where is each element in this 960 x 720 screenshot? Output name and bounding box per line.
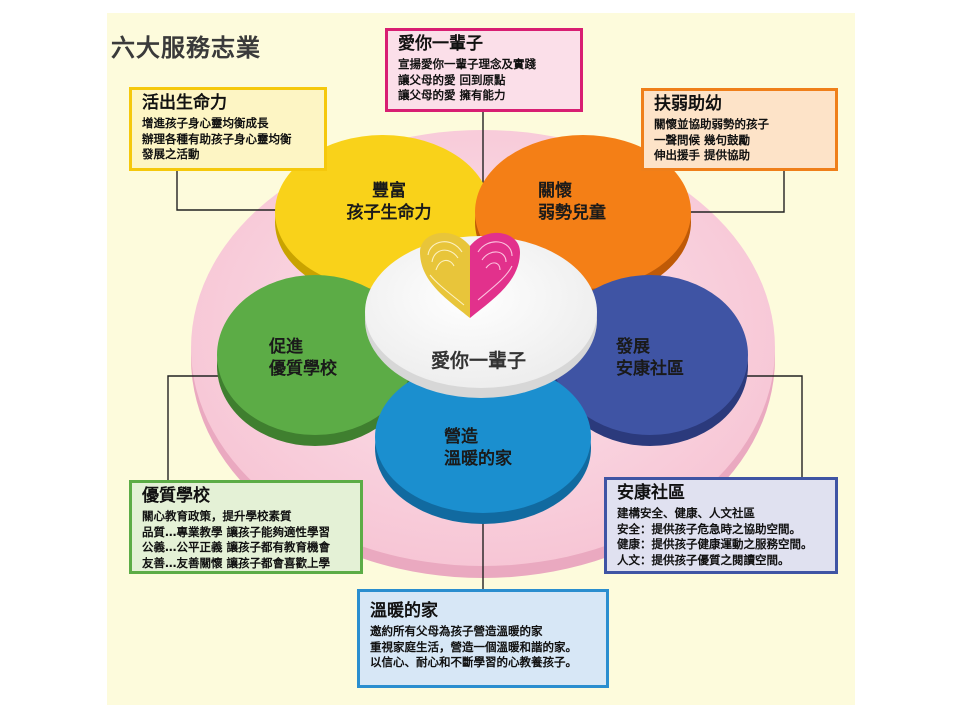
callout-line: 伸出援手 提供協助 xyxy=(654,148,751,162)
callout-line: 辦理各種有助孩子身心靈均衡 xyxy=(142,131,292,146)
petal-mid-right xyxy=(552,275,748,446)
callout-line: 增進孩子身心靈均衡成長 xyxy=(142,116,269,130)
callout-line: 健康：提供孩子健康運動之服務空間。 xyxy=(617,537,813,551)
center-label: 愛你一輩子 xyxy=(431,350,527,372)
callout-line: 讓父母的愛 回到原點 xyxy=(398,72,506,87)
petal-label-top-left: 豐富 孩子生命力 xyxy=(334,180,444,224)
callout-line: 人文：提供孩子優質之閱讀空間。 xyxy=(617,552,790,567)
callout-love: 愛你一輩子 宣揚愛你一輩子理念及實踐 讓父母的愛 回到原點 讓父母的愛 擁有能力 xyxy=(385,28,583,112)
callout-line: 關懷並協助弱勢的孩子 xyxy=(654,117,769,131)
petal-label-mid-right: 發展 安康社區 xyxy=(616,336,684,380)
center-disc xyxy=(365,236,597,398)
petal-line1: 豐富 xyxy=(372,181,406,201)
callout-line: 安全：提供孩子危急時之協助空間。 xyxy=(617,521,801,536)
petal-line2: 孩子生命力 xyxy=(346,203,432,223)
callout-heading: 安康社區 xyxy=(617,483,685,503)
callout-line: 以信心、耐心和不斷學習的心教養孩子。 xyxy=(370,655,577,669)
callout-line: 公義…公平正義 讓孩子都有教育機會 xyxy=(142,540,331,554)
petal-line1: 促進 xyxy=(269,337,303,357)
callout-care: 扶弱助幼 關懷並協助弱勢的孩子 一聲問候 幾句鼓勵 伸出援手 提供協助 xyxy=(641,88,838,171)
callout-heading: 溫暖的家 xyxy=(370,601,438,621)
petal-line2: 弱勢兒童 xyxy=(538,203,606,223)
page-title: 六大服務志業 xyxy=(111,34,261,62)
connector-school xyxy=(167,375,240,480)
petal-line1: 關懷 xyxy=(538,181,572,201)
callout-heading: 扶弱助幼 xyxy=(654,94,722,114)
callout-line: 建構安全、健康、人文社區 xyxy=(617,506,755,520)
callout-line: 一聲問候 幾句鼓勵 xyxy=(654,132,751,147)
callout-life: 活出生命力 增進孩子身心靈均衡成長 辦理各種有助孩子身心靈均衡 發展之活動 xyxy=(129,87,327,171)
callout-line: 讓父母的愛 擁有能力 xyxy=(398,88,506,102)
callout-line: 關心教育政策，提升學校素質 xyxy=(142,509,292,523)
callout-line: 宣揚愛你一輩子理念及實踐 xyxy=(398,57,536,71)
callout-heading: 愛你一輩子 xyxy=(398,34,483,54)
connector-life xyxy=(176,170,300,211)
petal-line2: 安康社區 xyxy=(616,359,684,379)
petal-label-bottom: 營造 溫暖的家 xyxy=(444,426,512,470)
callout-community: 安康社區 建構安全、健康、人文社區 安全：提供孩子危急時之協助空間。 健康：提供… xyxy=(604,477,838,574)
petal-line2: 優質學校 xyxy=(269,359,337,379)
petal-line1: 發展 xyxy=(616,337,650,357)
petal-bottom xyxy=(375,361,591,524)
connector-care xyxy=(655,170,785,213)
callout-line: 品質…專業教學 讓孩子能夠適性學習 xyxy=(142,524,331,539)
callout-line: 發展之活動 xyxy=(142,147,200,161)
petal-mid-left xyxy=(217,275,413,446)
callout-heading: 優質學校 xyxy=(142,486,210,506)
petal-label-top-right: 關懷 弱勢兒童 xyxy=(538,180,606,224)
petal-line1: 營造 xyxy=(444,427,478,447)
callout-heading: 活出生命力 xyxy=(142,93,227,113)
callout-home: 溫暖的家 邀約所有父母為孩子營造溫暖的家 重視家庭生活，營造一個溫暖和諧的家。 … xyxy=(357,589,609,688)
petal-label-mid-left: 促進 優質學校 xyxy=(269,336,337,380)
callout-line: 邀約所有父母為孩子營造溫暖的家 xyxy=(370,624,543,638)
petal-line2: 溫暖的家 xyxy=(444,449,512,469)
callout-line: 友善…友善關懷 讓孩子都會喜歡上學 xyxy=(142,555,331,570)
callout-school: 優質學校 關心教育政策，提升學校素質 品質…專業教學 讓孩子能夠適性學習 公義…… xyxy=(129,480,363,574)
fingerprint-heart-icon xyxy=(420,232,520,318)
callout-line: 重視家庭生活，營造一個溫暖和諧的家。 xyxy=(370,639,577,654)
